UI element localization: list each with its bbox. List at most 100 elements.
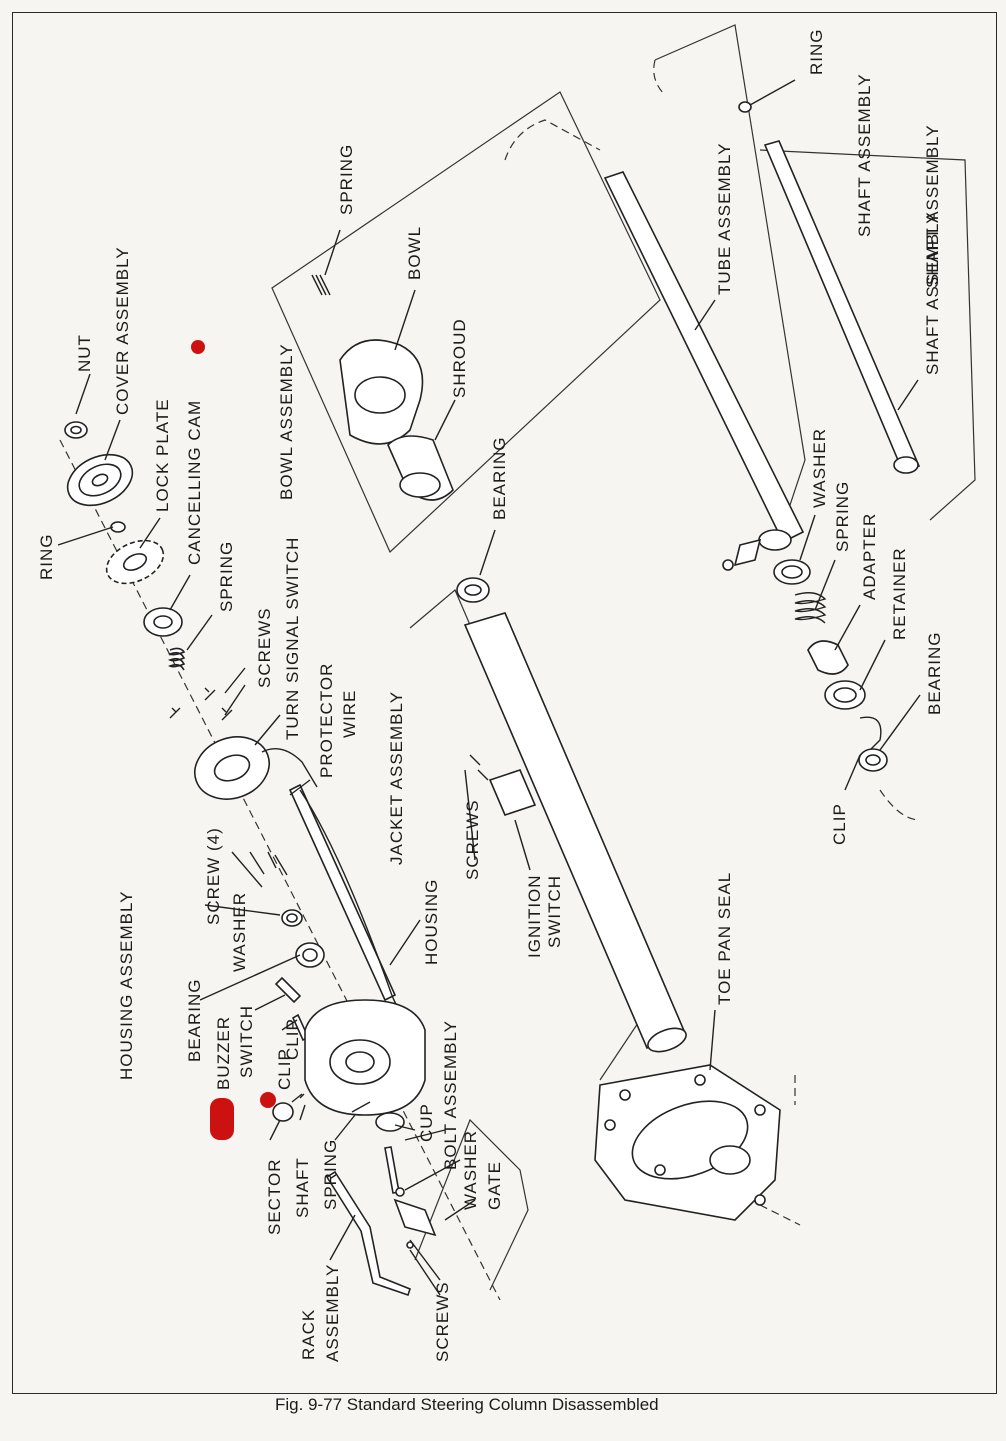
rack-assembly-part: [325, 1170, 411, 1297]
tube-assembly-part: [603, 171, 805, 571]
housing-washer-part: [281, 909, 303, 927]
label-shaft-assembly-a: SHAFT ASSEMBLY: [923, 124, 942, 288]
housing-part: [304, 999, 426, 1116]
label-washer-bolt: WASHER: [461, 1130, 480, 1210]
jacket-bearing-part: [456, 577, 490, 603]
red-marker: [191, 340, 205, 354]
lower-bearing-outline: [879, 789, 921, 821]
label-spring-lower: SPRING: [833, 481, 852, 552]
label-bearing-lower: BEARING: [925, 631, 944, 715]
clip-lower-part: [859, 716, 882, 761]
label-screws-ignition: SCREWS: [463, 799, 482, 880]
label-washer-lower: WASHER: [810, 428, 829, 508]
label-bowl-assembly: BOWL ASSEMBLY: [277, 343, 296, 500]
diagram-border: [12, 12, 997, 1394]
washer-lower-part: [773, 559, 811, 585]
leader-lines: [57, 79, 921, 1296]
column-centerline: [59, 439, 501, 1301]
cover-assembly-part: [66, 453, 134, 507]
label-washer: WASHER: [230, 892, 249, 972]
sector-part: [272, 1093, 305, 1122]
jacket-tube-part: [463, 612, 687, 1053]
label-shaft: SHAFT: [293, 1157, 312, 1218]
label-cover-assembly: COVER ASSEMBLY: [113, 246, 132, 415]
label-cup: CUP: [417, 1103, 436, 1142]
label-housing: HOUSING: [422, 879, 441, 965]
label-gate: GATE: [485, 1161, 504, 1210]
bowl-spring-part: [311, 274, 331, 296]
shaft-assembly-outline: [653, 59, 666, 96]
adapter-part: [807, 640, 849, 675]
label-switch-ignition: SWITCH: [545, 875, 564, 948]
label-toe-pan-seal: TOE PAN SEAL: [715, 872, 734, 1005]
toe-pan-outline: [759, 1075, 801, 1226]
label-shaft-assembly-b: SHAFT ASSEMBLY: [923, 211, 942, 375]
label-screws: SCREWS: [255, 607, 274, 688]
nut-part: [64, 421, 88, 439]
label-retainer: RETAINER: [890, 547, 909, 640]
ring-shaft-part: [738, 101, 752, 113]
screws-part: [169, 687, 233, 721]
red-marker: [210, 1098, 234, 1140]
label-clip-lower: CLIP: [830, 803, 849, 845]
red-marker: [260, 1092, 276, 1108]
label-nut: NUT: [75, 334, 94, 372]
label-shaft-assembly-top: SHAFT ASSEMBLY: [855, 73, 874, 237]
label-rack: RACK: [299, 1309, 318, 1360]
label-cancelling-cam: CANCELLING CAM: [185, 400, 204, 565]
label-wire: WIRE: [340, 690, 359, 738]
label-housing-assembly: HOUSING ASSEMBLY: [117, 890, 136, 1080]
bowl-assembly-outline: [271, 91, 661, 554]
tube-assembly-outline: [504, 119, 601, 161]
bowl-part: [339, 339, 424, 445]
shroud-part: [387, 435, 454, 501]
tube-assembly-outline-right: [654, 24, 806, 521]
buzzer-switch-part: [274, 976, 302, 1004]
label-spring-cam: SPRING: [217, 541, 236, 612]
housing-screws-part: [231, 851, 288, 888]
label-switch: SWITCH: [237, 1005, 256, 1078]
label-clip-housing: CLIP: [283, 1018, 302, 1060]
shaft-assembly-outline-right: [759, 149, 976, 521]
label-buzzer: BUZZER: [214, 1016, 233, 1090]
label-tube-assembly: TUBE ASSEMBLY: [715, 142, 734, 295]
label-ring-shaft: RING: [807, 29, 826, 76]
gate-part: [393, 1198, 437, 1249]
label-bearing-jacket: BEARING: [490, 436, 509, 520]
label-sector: SECTOR: [265, 1158, 284, 1235]
label-ignition: IGNITION: [525, 874, 544, 958]
label-adapter: ADAPTER: [860, 513, 879, 600]
label-clip-buzzer: CLIP: [275, 1048, 294, 1090]
label-ring: RING: [37, 534, 56, 581]
label-bearing: BEARING: [185, 978, 204, 1062]
figure-caption: Fig. 9-77 Standard Steering Column Disas…: [275, 1395, 659, 1414]
ignition-switch-part: [469, 754, 537, 816]
label-bolt-assembly: BOLT ASSEMBLY: [441, 1020, 460, 1170]
toe-pan-seal-part: [594, 1064, 781, 1221]
label-rack-assembly: ASSEMBLY: [323, 1264, 342, 1362]
housing-bearing-part: [295, 942, 325, 968]
label-jacket-assembly: JACKET ASSEMBLY: [387, 691, 406, 865]
label-spring-bowl: SPRING: [337, 144, 356, 215]
spring-lower-part: [794, 592, 827, 624]
label-turn-signal-switch: TURN SIGNAL SWITCH: [283, 537, 302, 740]
label-screws-gate: SCREWS: [433, 1281, 452, 1362]
label-bowl: BOWL: [405, 226, 424, 280]
ring-part: [110, 521, 126, 533]
cancelling-cam-part: [143, 607, 183, 637]
housing-assembly-outline: [414, 1118, 529, 1291]
label-screw-4: SCREW (4): [204, 827, 223, 925]
label-lock-plate: LOCK PLATE: [153, 398, 172, 512]
spring-rack-part: [351, 1101, 371, 1113]
shaft-assembly-part: [763, 140, 921, 474]
label-protector: PROTECTOR: [317, 663, 336, 778]
bearing-lower-part: [858, 748, 888, 772]
turn-signal-switch-part: [194, 736, 318, 800]
label-spring-rack: SPRING: [321, 1139, 340, 1210]
bolt-assembly-part: [384, 1146, 405, 1197]
cam-spring-part: [168, 647, 186, 671]
lock-plate-part: [105, 539, 165, 585]
cup-part: [375, 1112, 405, 1132]
